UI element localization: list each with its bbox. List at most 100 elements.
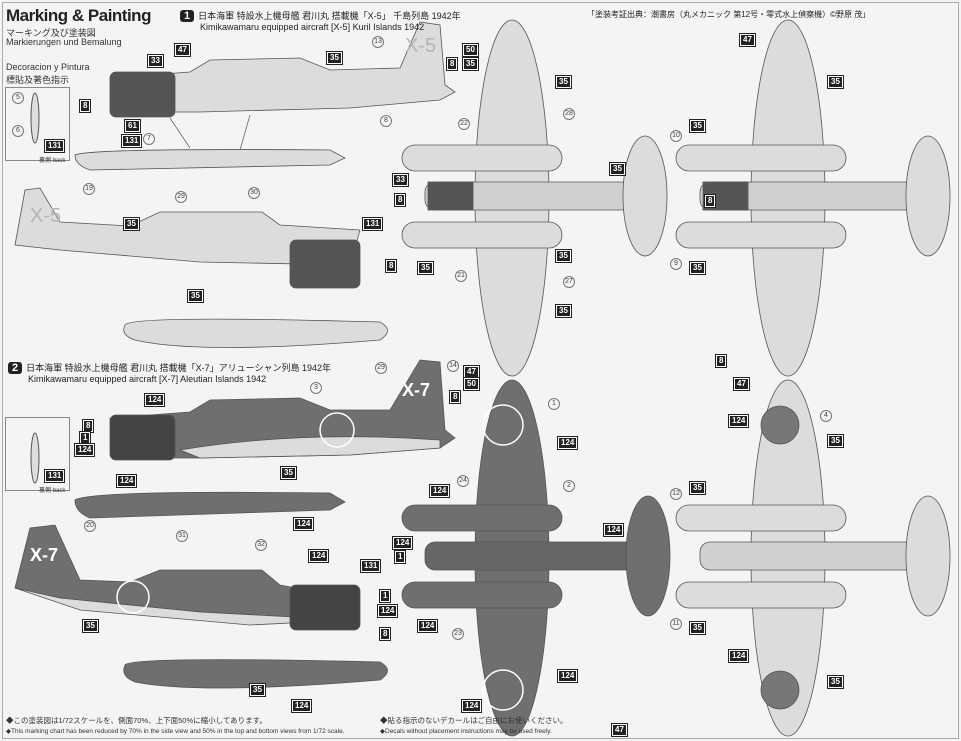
color-callout: 35 [827,675,844,689]
color-callout: 124 [307,549,330,563]
color-callout: 33 [147,54,164,68]
color-callout: 47 [611,723,628,737]
decal-callout: 6 [12,125,24,137]
scheme-2-title-en: Kimikawamaru equipped aircraft [X-7] Ale… [28,374,267,384]
color-callout: 35 [555,304,572,318]
side-view-1a-engine [109,71,176,118]
footer-note-decals-jp: ◆貼る指示のないデカールはご自由にお使いください。 [380,716,568,725]
decal-callout: 7 [143,133,155,145]
decal-callout: 32 [255,539,267,551]
color-callout: 124 [727,649,750,663]
inset-back-label-2: 裏側 back [39,488,66,494]
side-view-1b-fuselage [14,187,361,266]
decal-callout: 27 [563,276,575,288]
color-callout: 1 [393,550,407,564]
color-callout: 35 [555,75,572,89]
color-callout: 131 [43,469,66,483]
color-callout: 8 [81,419,95,433]
color-callout: 8 [384,259,398,273]
color-callout: 131 [359,559,382,573]
decal-callout: 31 [176,530,188,542]
color-callout: 35 [249,683,266,697]
decal-callout: 3 [310,382,322,394]
decal-callout: 5 [12,92,24,104]
side-view-1b-engine [289,239,361,289]
decal-callout: 13 [372,36,384,48]
color-callout: 35 [187,289,204,303]
color-callout: 8 [703,194,717,208]
color-callout: 35 [689,119,706,133]
tail-code-2b: X-7 [30,545,59,565]
color-callout: 47 [463,365,480,379]
propeller-inset-1 [5,87,70,161]
color-callout: 35 [555,249,572,263]
color-callout: 35 [82,619,99,633]
side-view-1b-float [123,318,388,348]
color-callout: 8 [448,390,462,404]
color-callout: 124 [115,474,138,488]
color-callout: 47 [739,33,756,47]
color-callout: 35 [827,434,844,448]
hinomaru [760,405,800,445]
side-view-1a-float [74,149,346,171]
source-credit: 「塗装考証出典：潮書房（丸メカニック 第12号・零式水上偵察機）©野原 茂」 [587,10,871,19]
scheme-2-title-jp: 日本海軍 特設水上機母艦 君川丸 搭載機「X-7」アリューシャン列島 1942年 [26,363,331,373]
color-callout: 124 [292,517,315,531]
color-callout: 124 [727,414,750,428]
side-view-2a-float [74,491,346,519]
color-callout: 124 [143,393,166,407]
decal-callout: 11 [670,618,682,630]
tail-code-2a: X-7 [402,380,431,400]
color-callout: 131 [43,139,66,153]
color-callout: 47 [733,377,750,391]
side-view-1a-fuselage [109,21,456,113]
color-callout: 8 [714,354,728,368]
decal-callout: 30 [248,187,260,199]
color-callout: 47 [174,43,191,57]
decal-callout: 1 [548,398,560,410]
decal-callout: 14 [447,360,459,372]
decal-callout: 2 [563,480,575,492]
decal-callout: 8 [380,115,392,127]
color-callout: 35 [123,217,140,231]
color-callout: 124 [416,619,439,633]
subtitle-jp: マーキング及び塗装図 [6,28,96,38]
color-callout: 50 [462,43,479,57]
decal-callout: 24 [457,475,469,487]
tail-code-1a: X-5 [405,35,437,57]
scheme-1-badge: 1 [180,10,195,22]
decal-callout: 4 [820,410,832,422]
footer-note-scale-jp: ◆この塗装図は1/72スケールを、側面70%、上下面50%に縮小してあります。 [6,716,267,725]
decal-callout: 29 [375,362,387,374]
color-callout: 35 [689,621,706,635]
decal-callout: 21 [455,270,467,282]
color-callout: 50 [463,377,480,391]
propeller-inset-2 [5,417,70,491]
footer-note-scale-en: ◆This marking chart has been reduced by … [6,728,345,735]
color-callout: 35 [462,57,479,71]
color-callout: 124 [73,443,96,457]
color-callout: 124 [428,484,451,498]
decal-callout: 29 [175,191,187,203]
color-callout: 8 [445,57,459,71]
decal-callout: 10 [670,130,682,142]
color-callout: 35 [280,466,297,480]
color-callout: 131 [361,217,384,231]
color-callout: 124 [556,436,579,450]
tail-code-1b: X-5 [30,205,62,227]
color-callout: 131 [120,134,143,148]
subtitle-cn: 標貼及著色指示 [6,75,70,85]
scheme-1-title-en: Kimikawamaru equipped aircraft [X-5] Kur… [200,22,425,32]
side-view-2b-float [123,659,388,689]
color-callout: 35 [326,51,343,65]
scheme-2-badge: 2 [8,362,23,374]
decal-callout: 28 [563,108,575,120]
footer-note-decals-en: ◆Decals without placement instructions m… [380,728,552,735]
color-callout: 124 [556,669,579,683]
color-callout: 35 [689,481,706,495]
subtitle-es: Decoracion y Pintura [6,62,90,72]
